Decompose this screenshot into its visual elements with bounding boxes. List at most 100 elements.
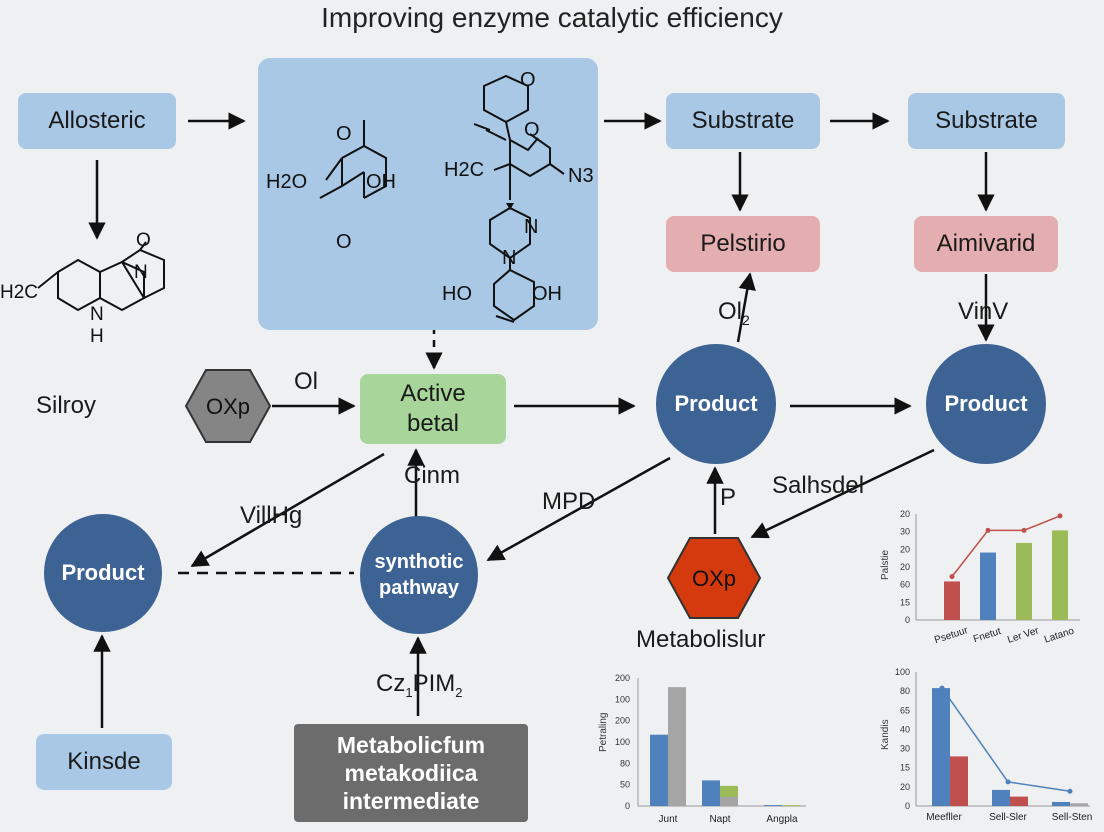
- product-left-node[interactable]: Product: [44, 514, 162, 632]
- chart2-bar: [764, 805, 782, 806]
- metabolic-intermediate-node[interactable]: Metabolicfum metakodiica intermediate: [294, 724, 528, 822]
- chart2-category-label: Junt: [659, 814, 678, 825]
- panel-n3: N3: [568, 165, 594, 187]
- cz-pim-label: Cz1PIM2: [376, 670, 463, 700]
- panel-n-a: N: [524, 216, 538, 238]
- panel-o-bottom: O: [336, 231, 352, 253]
- metabolislur-label: Metabolislur: [636, 626, 766, 653]
- chart3-bar: [1070, 803, 1088, 806]
- chart3-point: [1067, 788, 1073, 794]
- chart1-ytick: 20: [900, 544, 910, 554]
- chart2-category-label: Napt: [709, 814, 730, 825]
- chart1-category-label: Ler Ver: [1006, 625, 1041, 646]
- ol2-label: Ol2: [718, 298, 750, 328]
- chart2-ytick: 200: [615, 673, 630, 683]
- arrow-product-to-synthetic: [486, 456, 671, 562]
- chart2-category-label: Angpla: [766, 814, 798, 825]
- arrow-active-to-product-left: [190, 452, 385, 568]
- panel-ho: HO: [442, 283, 472, 305]
- chart1-ytick: 20: [900, 562, 910, 572]
- mpd-label: MPD: [542, 488, 596, 515]
- chart2-bar: [668, 687, 686, 806]
- pyran-ring: [483, 74, 529, 124]
- chart3-bar: [950, 756, 968, 806]
- chart3-category-label: Meefller: [926, 812, 962, 823]
- chart3-ytick: 65: [900, 705, 910, 715]
- chart3-ytick: 40: [900, 724, 910, 734]
- left-h2c: H2C: [0, 282, 38, 303]
- chart3-ytick: 0: [905, 801, 910, 811]
- chart2-ytick: 100: [615, 737, 630, 747]
- silroy-label: Silroy: [36, 392, 97, 419]
- chart2-bar: [720, 796, 738, 806]
- substrate-node-2[interactable]: Substrate: [908, 93, 1065, 149]
- chart2-ylabel: Petraling: [598, 713, 609, 752]
- panel-h2o: H2O: [266, 171, 307, 193]
- chart3-point: [939, 685, 945, 691]
- chart3-point: [1005, 779, 1011, 785]
- chart1-point: [949, 574, 955, 580]
- panel-h2c: H2C: [444, 159, 484, 181]
- substrate-node-1[interactable]: Substrate: [666, 93, 820, 149]
- chart3-bar: [992, 789, 1010, 806]
- chart1-bar: [1052, 530, 1068, 620]
- chart1-bar: [944, 581, 960, 620]
- active-node[interactable]: Active betal: [360, 374, 506, 444]
- chart3-category-label: Sell-Sler: [989, 812, 1027, 823]
- chart-3: Kandis 100 80 65 40 30 15 20 0 Meefller Sell-Sle…: [880, 667, 1093, 823]
- chart3-ytick: 20: [900, 782, 910, 792]
- molecule-panel[interactable]: [258, 58, 598, 330]
- aimivarid-node[interactable]: Aimivarid: [914, 216, 1058, 272]
- panel-oh2: OH: [532, 283, 562, 305]
- left-molecule: H2C O N N H: [0, 230, 165, 347]
- chart2-ytick: 80: [620, 758, 630, 768]
- pelstirio-node[interactable]: Pelstirio: [666, 216, 820, 272]
- chart3-bar: [1010, 796, 1028, 806]
- metab-line-3: intermediate: [342, 788, 480, 814]
- product-right-node[interactable]: Product: [926, 344, 1046, 464]
- chart3-category-label: Sell-Sten: [1052, 812, 1093, 823]
- chart1-ytick: 0: [905, 615, 910, 625]
- kinsde-node[interactable]: Kinsde: [36, 734, 172, 790]
- ol-label: Ol: [294, 368, 318, 395]
- chart3-bar: [1052, 801, 1070, 806]
- left-nh-n: N: [90, 304, 104, 325]
- chart1-point: [1057, 513, 1063, 519]
- salhsdel-label: Salhsdel: [772, 472, 865, 499]
- chart1-bar: [1016, 542, 1032, 620]
- chart1-point: [985, 527, 991, 533]
- chart3-ylabel: Kandis: [880, 719, 891, 750]
- metab-line-1: Metabolicfum: [336, 732, 486, 758]
- chart1-point: [1021, 527, 1027, 533]
- chart3-ytick: 15: [900, 763, 910, 773]
- chart3-ytick: 100: [895, 667, 910, 677]
- panel-o-mid: O: [524, 119, 540, 141]
- chart2-bar: [782, 805, 800, 806]
- oxp-gray-label: OXp: [206, 394, 250, 419]
- chart2-ytick: 200: [615, 716, 630, 726]
- left-o: O: [136, 230, 151, 251]
- product-mid-node[interactable]: Product: [656, 344, 776, 464]
- chart3-ytick: 30: [900, 744, 910, 754]
- arrow-product-to-pelstirio: [736, 272, 756, 343]
- chart1-ytick: 20: [900, 509, 910, 519]
- chart1-category-label: Psetuur: [933, 625, 970, 646]
- oxp-red-label: OXp: [692, 566, 736, 591]
- chart1-ylabel: Palstie: [880, 550, 891, 580]
- chart1-bar: [980, 552, 996, 620]
- chart1-ytick: 30: [900, 527, 910, 537]
- chart1-ytick: 15: [900, 597, 910, 607]
- oxp-gray-hexagon[interactable]: OXp: [184, 368, 272, 444]
- p-label: P: [720, 484, 737, 511]
- panel-o-top: O: [336, 123, 352, 145]
- chart1-category-label: Latano: [1043, 626, 1076, 646]
- arrow-product-right-to-oxp: [750, 448, 935, 539]
- chart3-ytick: 80: [900, 686, 910, 696]
- active-line-2: betal: [406, 410, 460, 437]
- synthetic-pathway-node[interactable]: synthotic pathway: [360, 516, 478, 634]
- oxp-red-hexagon[interactable]: OXp: [666, 536, 762, 620]
- allosteric-node[interactable]: Allosteric: [18, 93, 176, 149]
